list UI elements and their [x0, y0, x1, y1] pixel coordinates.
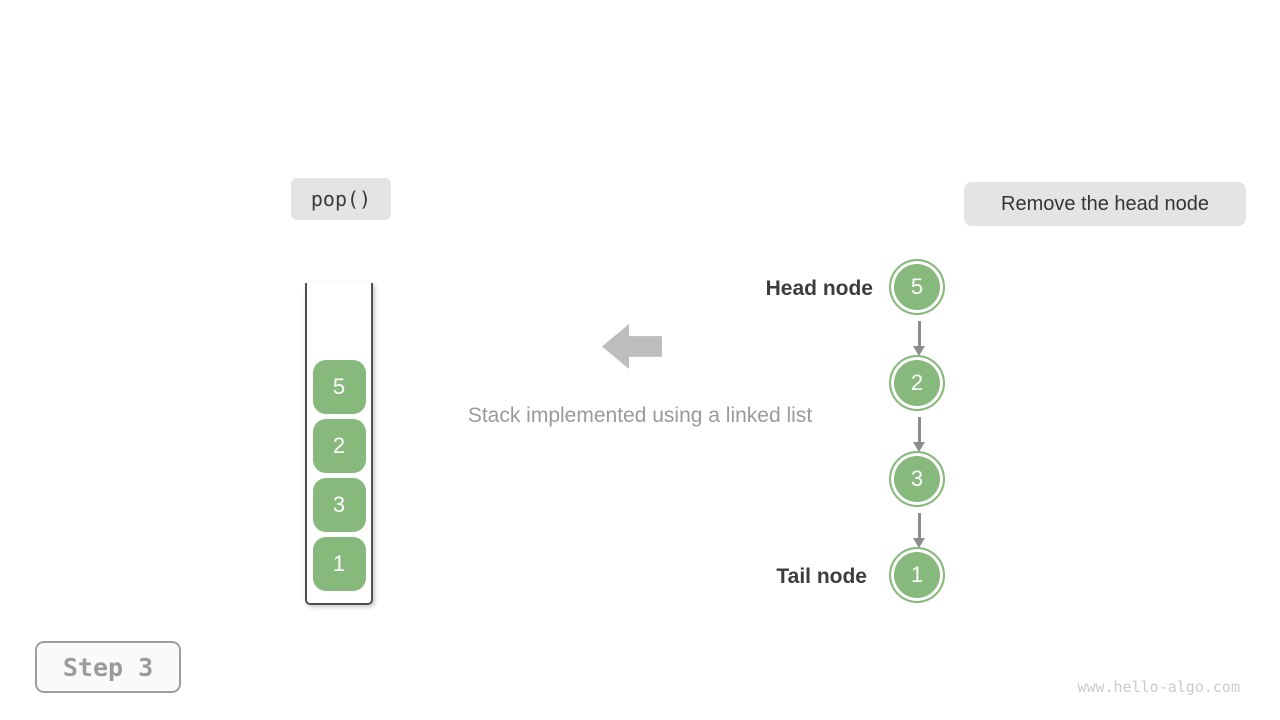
down-arrow-icon [912, 417, 927, 452]
stack-item: 5 [312, 360, 366, 414]
stack-item: 2 [312, 419, 366, 473]
linked-list-node: 3 [889, 451, 945, 507]
left-block-arrow-icon [602, 324, 662, 369]
linked-list-node: 1 [889, 547, 945, 603]
stack-container: 5 2 3 1 [305, 283, 373, 605]
linked-list-node: 2 [889, 355, 945, 411]
linked-list-node: 5 [889, 259, 945, 315]
head-node-label: Head node [765, 277, 873, 300]
stack-item: 3 [312, 478, 366, 532]
down-arrow-icon [912, 513, 927, 548]
watermark: www.hello-algo.com [1077, 678, 1240, 696]
tail-node-label: Tail node [776, 565, 867, 588]
description-badge: Remove the head node [964, 182, 1246, 226]
down-arrow-icon [912, 321, 927, 356]
stack-item: 1 [312, 537, 366, 591]
operation-badge: pop() [291, 178, 391, 220]
diagram-caption: Stack implemented using a linked list [467, 404, 813, 427]
step-badge: Step 3 [35, 641, 181, 693]
